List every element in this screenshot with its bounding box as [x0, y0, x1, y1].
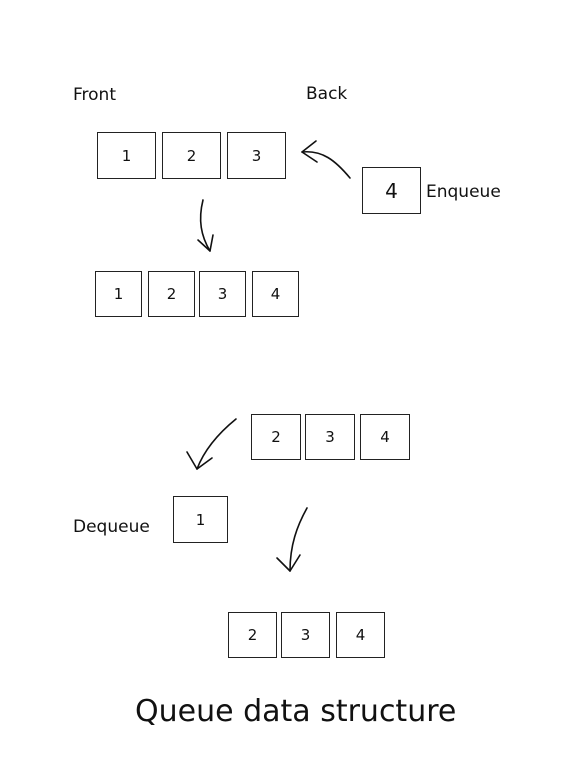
enqueue-label: Enqueue [426, 182, 501, 202]
dequeued-queue-cell-1: 2 [228, 612, 277, 658]
dequeued-element: 1 [173, 496, 228, 543]
back-label: Back [306, 84, 348, 104]
enqueued-queue-cell-3: 3 [199, 271, 246, 317]
front-label: Front [73, 85, 116, 105]
dequeue-label: Dequeue [73, 517, 150, 537]
enqueued-queue-cell-2: 2 [148, 271, 195, 317]
initial-queue-cell-2: 2 [162, 132, 221, 179]
dequeued-queue-cell-2: 3 [281, 612, 330, 658]
diagram-title: Queue data structure [135, 694, 457, 729]
remaining-queue-cell-3: 4 [360, 414, 410, 460]
remaining-queue-cell-1: 2 [251, 414, 301, 460]
enqueued-queue-cell-1: 1 [95, 271, 142, 317]
remaining-queue-cell-2: 3 [305, 414, 355, 460]
enqueue-element: 4 [362, 167, 421, 214]
initial-queue-cell-1: 1 [97, 132, 156, 179]
initial-queue-cell-3: 3 [227, 132, 286, 179]
enqueued-queue-cell-4: 4 [252, 271, 299, 317]
dequeued-queue-cell-3: 4 [336, 612, 385, 658]
